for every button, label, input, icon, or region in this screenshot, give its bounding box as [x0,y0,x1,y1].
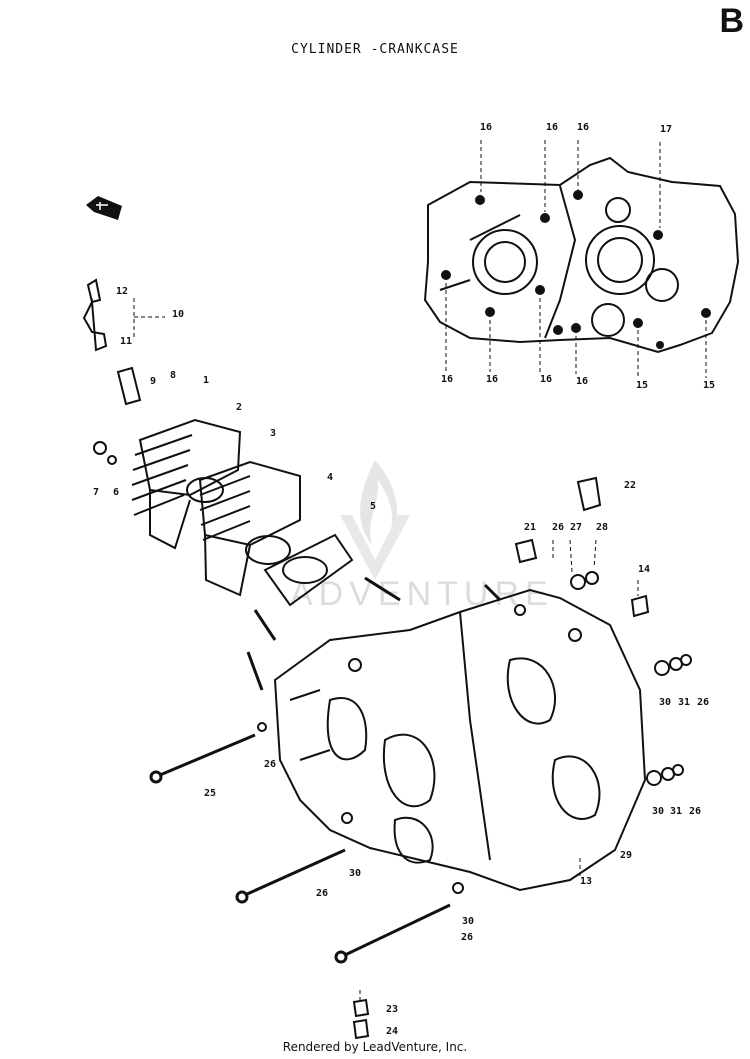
callout-number: 25 [204,788,216,799]
callout-number: 30 [462,916,474,927]
fittings-right [257,476,692,1040]
callout-number: 3 [270,428,276,439]
callout-number: 16 [577,122,589,133]
callout-number: 16 [441,374,453,385]
callout-number: 15 [703,380,715,391]
callout-number: 16 [480,122,492,133]
callout-number: 4 [327,472,333,483]
crankcase-assembly [273,588,647,892]
callout-number: 26 [552,522,564,533]
callout-number: 26 [697,697,709,708]
callout-number: 26 [689,806,701,817]
callout-number: 14 [638,564,650,575]
callout-number: 15 [636,380,648,391]
watermark-text: ADVENTURE [290,575,554,613]
callout-number: 22 [624,480,636,491]
callout-number: 5 [370,501,376,512]
callout-number: 8 [170,370,176,381]
callout-number: 31 [678,697,690,708]
cylinder-studs [246,576,502,691]
cylinder-head [131,418,301,597]
callout-number: 30 [659,697,671,708]
callout-number: 2 [236,402,242,413]
watermark: ADVENTURE [290,460,554,613]
diagram-title: CYLINDER -CRANKCASE [291,42,459,57]
callout-number: 7 [93,487,99,498]
page-letter: B [719,2,744,40]
callout-number: 26 [316,888,328,899]
callout-number: 16 [486,374,498,385]
callout-number: 17 [660,124,672,135]
callout-number: 27 [570,522,582,533]
callout-number: 24 [386,1026,398,1037]
callout-number: 9 [150,376,156,387]
callout-number: 11 [120,336,132,347]
callout-number: 30 [349,868,361,879]
callout-number: 29 [620,850,632,861]
callout-number: 23 [386,1004,398,1015]
callout-number: 16 [576,376,588,387]
callout-number: 21 [524,522,536,533]
footer-credit: Rendered by LeadVenture, Inc. [282,1040,468,1054]
callout-number: 13 [580,876,592,887]
callout-number: 10 [172,309,184,320]
callout-number: 1 [203,375,209,386]
callout-number: 6 [113,487,119,498]
cylinder-gasket [263,533,354,607]
callout-number: 12 [116,286,128,297]
callout-number: 26 [461,932,473,943]
crankcase-half-top [423,156,740,354]
long-bolts [149,733,451,964]
callout-number: 16 [546,122,558,133]
spark-plug [82,278,142,465]
front-arrow-icon [86,196,122,220]
crankcase-bolt-holes [441,190,711,349]
callout-number: 26 [264,759,276,770]
leader-lines [133,140,707,1000]
callout-number: 30 [652,806,664,817]
callout-number: 16 [540,374,552,385]
callout-number: 28 [596,522,608,533]
callout-number: 31 [670,806,682,817]
